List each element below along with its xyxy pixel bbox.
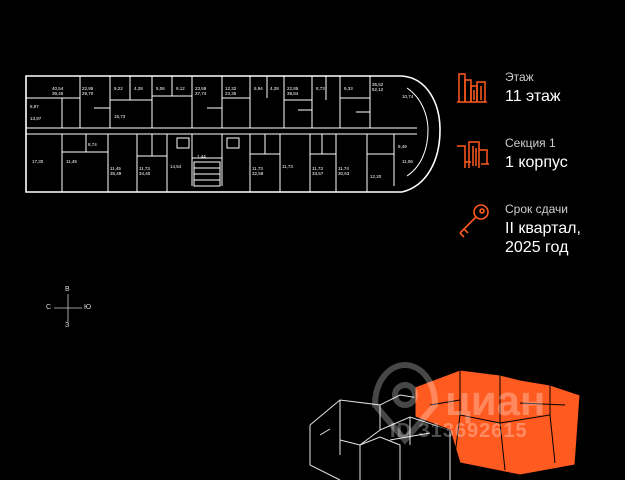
svg-text:8,74: 8,74: [88, 142, 97, 147]
svg-text:12,20: 12,20: [370, 174, 382, 179]
svg-text:11,45: 11,45: [66, 159, 77, 164]
floor-info: Этаж 11 этаж: [455, 70, 625, 106]
svg-text:11,73: 11,73: [139, 166, 150, 171]
svg-text:1,44: 1,44: [197, 154, 206, 159]
svg-text:37,74: 37,74: [195, 91, 207, 96]
svg-text:11,74: 11,74: [338, 166, 349, 171]
svg-text:39,45: 39,45: [52, 91, 64, 96]
section-icon: [457, 141, 489, 168]
svg-text:8,49: 8,49: [398, 144, 407, 149]
svg-text:22,95: 22,95: [82, 86, 94, 91]
svg-text:16,73: 16,73: [114, 114, 126, 119]
svg-text:5,06: 5,06: [156, 86, 165, 91]
svg-text:52,12: 52,12: [372, 87, 384, 92]
svg-text:10,74: 10,74: [402, 94, 414, 99]
svg-text:11,73: 11,73: [282, 164, 293, 169]
svg-text:22,85: 22,85: [287, 86, 299, 91]
compass-south: З: [65, 322, 70, 329]
svg-text:17,30: 17,30: [32, 159, 44, 164]
svg-text:33,57: 33,57: [312, 171, 324, 176]
watermark-id: ID 313692615: [390, 420, 528, 442]
floor-icon: [457, 73, 487, 103]
section-info: Секция 1 1 корпус: [455, 136, 625, 172]
compass-west: С: [46, 304, 52, 311]
svg-text:29,70: 29,70: [82, 91, 94, 96]
svg-text:8,73: 8,73: [316, 86, 325, 91]
deadline-label: Срок сдачи: [505, 202, 568, 216]
svg-text:5,94: 5,94: [254, 86, 263, 91]
svg-text:6,87: 6,87: [30, 104, 39, 109]
floor-label: Этаж: [505, 70, 534, 84]
svg-text:35,52: 35,52: [372, 82, 384, 87]
svg-text:30,63: 30,63: [338, 171, 350, 176]
svg-text:9,22: 9,22: [114, 86, 123, 91]
svg-text:11,45: 11,45: [110, 166, 121, 171]
svg-text:34,40: 34,40: [139, 171, 151, 176]
svg-text:40,54: 40,54: [52, 86, 64, 91]
svg-text:11,73: 11,73: [312, 166, 323, 171]
svg-text:35,49: 35,49: [110, 171, 122, 176]
section-value: 1 корпус: [505, 154, 568, 171]
svg-text:циан: циан: [445, 377, 545, 424]
compass-rose-icon: [54, 294, 82, 322]
compass-north: В: [65, 286, 70, 293]
svg-text:11,06: 11,06: [402, 159, 413, 164]
svg-text:11,73: 11,73: [252, 166, 263, 171]
key-icon: [459, 204, 489, 238]
deadline-value: II квартал, 2025 год: [505, 220, 581, 256]
compass: В С Ю З: [46, 286, 91, 329]
deadline-info: Срок сдачи II квартал, 2025 год: [455, 202, 625, 257]
watermark-logo-icon: циан: [371, 361, 545, 445]
section-label: Секция 1: [505, 136, 556, 150]
svg-text:14,54: 14,54: [170, 164, 182, 169]
compass-east: Ю: [84, 304, 92, 311]
svg-text:9,33: 9,33: [344, 86, 353, 91]
svg-text:23,59: 23,59: [195, 86, 207, 91]
svg-text:12,32: 12,32: [225, 86, 237, 91]
svg-text:4,28: 4,28: [270, 86, 279, 91]
svg-text:39,84: 39,84: [287, 91, 299, 96]
apartment-info-panel: Этаж 11 этаж Секция 1 1 корпус: [455, 70, 625, 287]
building-3d-diagram: [309, 369, 581, 480]
svg-text:23,35: 23,35: [225, 91, 237, 96]
svg-text:32,58: 32,58: [252, 171, 264, 176]
floor-value: 11 этаж: [505, 88, 561, 105]
svg-text:4,28: 4,28: [134, 86, 143, 91]
svg-text:9,12: 9,12: [176, 86, 185, 91]
svg-text:13,97: 13,97: [30, 116, 42, 121]
